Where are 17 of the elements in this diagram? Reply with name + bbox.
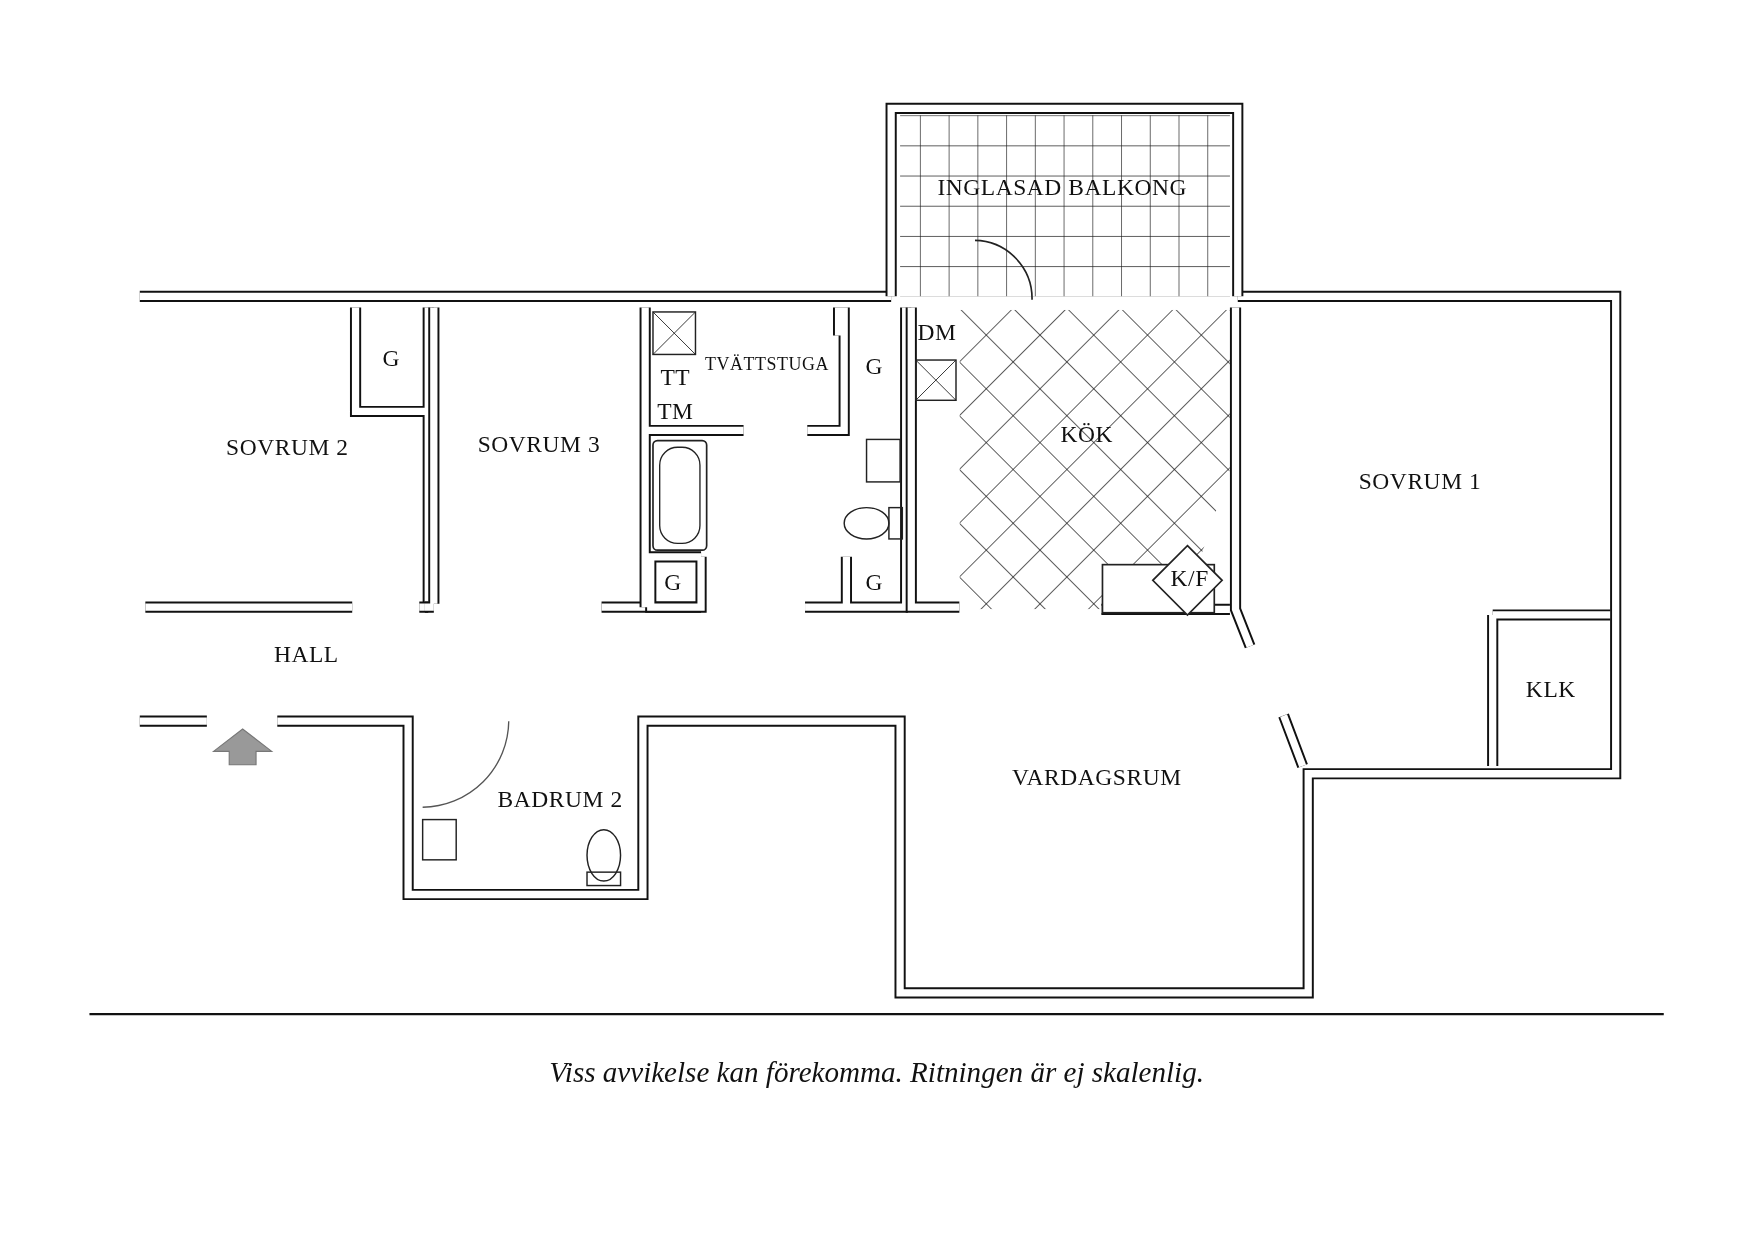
room-label: G: [865, 568, 884, 597]
room-label: SOVRUM 3: [477, 431, 601, 459]
room-label: KLK: [1525, 675, 1576, 704]
room-label: K/F: [1170, 565, 1209, 594]
room-label: HALL: [273, 641, 339, 670]
room-label: G: [865, 352, 884, 381]
caption: Viss avvikelse kan förekomma. Ritningen är ej skalenlig.: [548, 1056, 1205, 1091]
room-label: DM: [917, 319, 957, 348]
room-label: TVÄTTSTUGA: [705, 354, 829, 375]
room-label: TT: [660, 363, 691, 392]
room-label: G: [664, 568, 682, 597]
room-label: SOVRUM 1: [1358, 467, 1482, 496]
room-label: VARDAGSRUM: [1012, 764, 1182, 793]
room-label: G: [382, 344, 401, 373]
room-label: BADRUM 2: [497, 785, 623, 814]
room-label: SOVRUM 2: [226, 433, 349, 462]
room-label: TM: [657, 397, 694, 426]
